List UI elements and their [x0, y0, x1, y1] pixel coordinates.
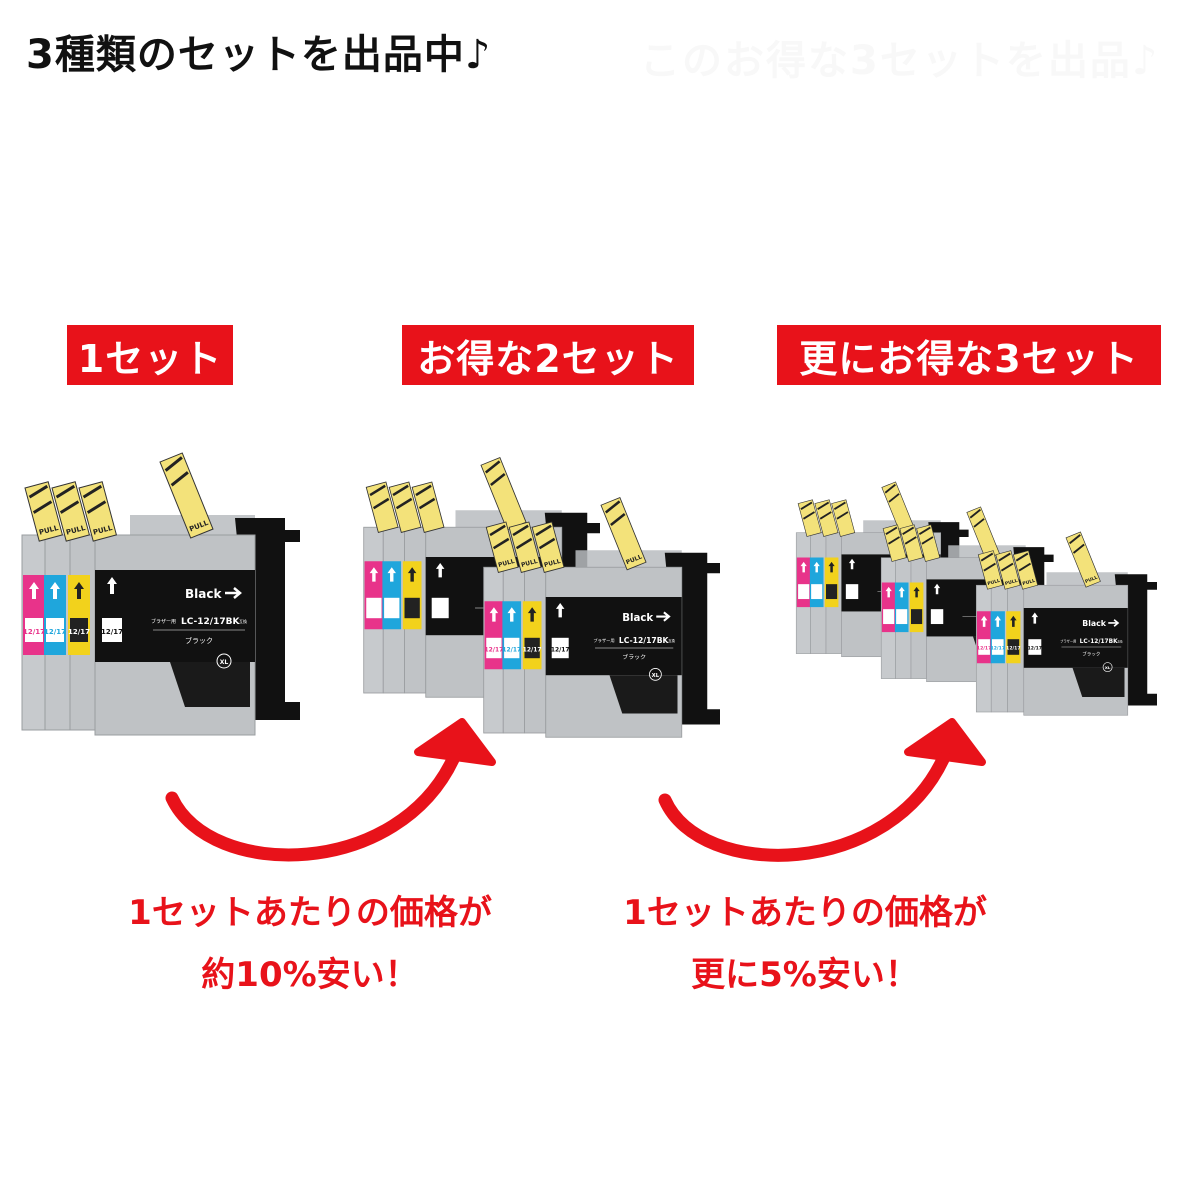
model-number: LC-12/17BK: [181, 617, 240, 627]
svg-text:12/17: 12/17: [101, 628, 123, 636]
pull-tape: [916, 524, 941, 562]
pull-tape: PULL: [1012, 550, 1039, 590]
svg-text:12/17: 12/17: [977, 646, 991, 652]
pull-tape: [831, 499, 856, 537]
pull-tape: [388, 481, 422, 533]
caption-line-1: 1セットあたりの価格が: [128, 893, 492, 933]
arrow-2-to-3: [658, 718, 986, 862]
svg-text:12/17: 12/17: [991, 646, 1005, 652]
svg-text:ブラック: ブラック: [185, 636, 213, 645]
svg-text:ブラザー用: ブラザー用: [1060, 638, 1076, 643]
svg-text:互換: 互換: [1117, 639, 1123, 643]
pull-tape: PULL: [1065, 531, 1101, 588]
badge-2-set: お得な2セット: [402, 325, 694, 385]
color-label: 12/17: [1006, 611, 1021, 664]
color-label: [382, 561, 402, 630]
color-label: [824, 557, 839, 608]
headline: 3種類のセットを出品中♪: [26, 32, 492, 78]
svg-text:12/17: 12/17: [523, 646, 542, 653]
pull-tape: PULL: [485, 521, 519, 573]
pull-tape: PULL: [977, 550, 1003, 590]
color-label: 12/17: [68, 575, 90, 655]
svg-text:12/17: 12/17: [1028, 646, 1042, 652]
caption-line-1: 1セットあたりの価格が: [623, 893, 987, 933]
svg-text:XL: XL: [1105, 665, 1111, 670]
color-label: 12/17: [44, 575, 66, 655]
caption-3-set: 1セットあたりの価格が 更に5%安い！: [595, 882, 1015, 1006]
svg-text:12/17: 12/17: [485, 646, 504, 653]
model-number: LC-12/17BK: [619, 636, 670, 645]
pull-tape: [797, 499, 822, 537]
arrow-1-to-2: [165, 718, 496, 862]
svg-text:12/17: 12/17: [23, 628, 45, 636]
faint-headline: このお得な3セットを出品♪: [640, 38, 1160, 84]
caption-line-2: 更に5%安い！: [691, 955, 919, 995]
color-label: [809, 557, 824, 608]
svg-text:PULL: PULL: [1004, 578, 1018, 587]
svg-text:PULL: PULL: [1022, 578, 1036, 587]
color-label: 12/17: [991, 611, 1005, 664]
svg-text:ブラザー用: ブラザー用: [151, 618, 176, 625]
svg-text:ブラック: ブラック: [622, 653, 646, 661]
color-label: 12/17: [977, 611, 991, 664]
pull-tape: [411, 481, 445, 533]
pull-tape: PULL: [159, 452, 214, 539]
color-label: [909, 582, 924, 633]
color-label: [881, 582, 896, 633]
color-label: 12/17: [485, 601, 504, 670]
svg-text:ブラック: ブラック: [1082, 650, 1100, 657]
pull-tape: PULL: [51, 481, 91, 542]
pull-tape: PULL: [600, 497, 647, 571]
svg-text:PULL: PULL: [520, 558, 538, 569]
svg-text:XL: XL: [220, 659, 229, 666]
black-label: [95, 570, 255, 662]
badge-3-set: 更にお得な3セット: [777, 325, 1161, 385]
black-label: [545, 597, 682, 676]
pull-tape: [365, 481, 399, 533]
color-label: 12/17: [502, 601, 521, 670]
svg-text:ブラザー用: ブラザー用: [593, 637, 614, 644]
color-label: 12/17: [523, 601, 542, 670]
color-label: [364, 561, 384, 630]
badge-1-set: 1セット: [67, 325, 233, 385]
pull-tape: PULL: [995, 550, 1021, 590]
color-label: [894, 582, 909, 633]
svg-text:12/17: 12/17: [68, 628, 90, 636]
color-label: [796, 557, 811, 608]
svg-text:12/17: 12/17: [502, 646, 521, 653]
svg-text:12/17: 12/17: [1006, 646, 1020, 652]
pull-tape: [480, 457, 527, 531]
pull-tape: PULL: [508, 521, 542, 573]
set-1-cartridges: 12/17 12/17 12/17 12/17 Black ブラザー用 LC-1…: [21, 452, 300, 736]
pull-tape: PULL: [24, 481, 64, 542]
color-label: [402, 561, 422, 630]
svg-text:12/17: 12/17: [551, 646, 570, 653]
svg-text:PULL: PULL: [497, 558, 515, 569]
svg-text:PULL: PULL: [1084, 575, 1098, 585]
set-3-cartridges-front: 12/17 12/17 12/17 12/17 Black ブラザー用 LC-1…: [975, 531, 1157, 716]
svg-text:XL: XL: [652, 673, 660, 679]
black-label: [1023, 608, 1128, 668]
svg-text:互換: 互換: [239, 618, 247, 624]
caption-2-set: 1セットあたりの価格が 約10%安い！: [100, 882, 520, 1006]
svg-text:12/17: 12/17: [44, 628, 66, 636]
pull-tape: [899, 524, 924, 562]
model-number: LC-12/17BK: [1080, 639, 1118, 645]
svg-text:PULL: PULL: [987, 578, 1001, 587]
svg-text:PULL: PULL: [543, 558, 561, 569]
color-word: Black: [185, 587, 222, 601]
svg-text:互換: 互換: [668, 638, 675, 643]
caption-line-2: 約10%安い！: [201, 955, 419, 995]
pull-tape: PULL: [78, 481, 118, 542]
pull-tape: PULL: [531, 521, 565, 573]
set-2-cartridges-front: 12/17 12/17 12/17 12/17 Black ブラザー用 LC-1…: [483, 497, 720, 738]
color-label: 12/17: [23, 575, 45, 655]
color-word: Black: [1082, 619, 1106, 628]
pull-tape: [814, 499, 839, 537]
pull-tape: [882, 524, 907, 562]
color-word: Black: [622, 613, 653, 624]
